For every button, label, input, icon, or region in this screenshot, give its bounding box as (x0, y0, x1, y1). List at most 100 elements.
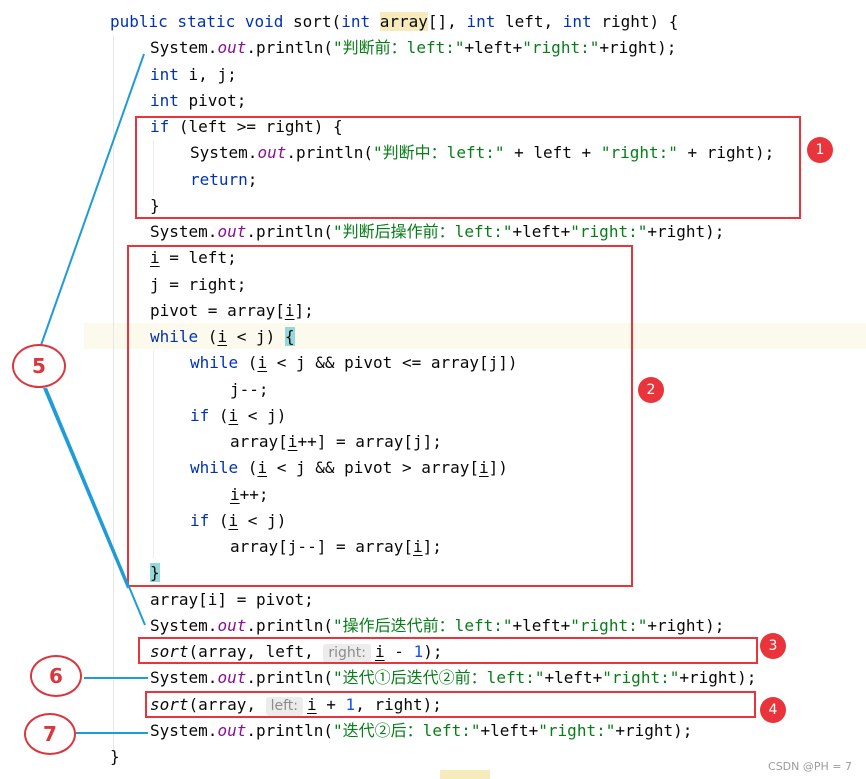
code-text: +right); (679, 668, 757, 687)
code-text: System. (190, 143, 258, 162)
code-text: ++] = array[j]; (297, 432, 442, 451)
indent-guide (153, 350, 154, 558)
method-name: sort (150, 642, 189, 661)
code-line-caret: while (i < j) { (150, 324, 295, 350)
code-text: +left+ (464, 38, 523, 57)
code-line: if (i < j) (190, 403, 286, 429)
code-text: ( (238, 353, 258, 372)
code-line-recursive-call-right: sort(array, left:i + 1, right); (150, 692, 442, 718)
watermark: CSDN @PH = 7 (768, 760, 852, 773)
connector-line-5-top (39, 53, 145, 349)
code-text: (array, (188, 695, 266, 714)
annotation-badge-2: 2 (638, 377, 664, 403)
code-line: } (150, 560, 160, 586)
code-line: return; (190, 167, 257, 193)
code-text: +left+ (512, 222, 571, 241)
code-text: < j) (238, 406, 287, 425)
code-text: System. (150, 721, 218, 740)
code-text: + right); (677, 143, 775, 162)
annotation-badge-4: 4 (760, 697, 786, 723)
string-literal: "right:" (602, 668, 680, 687)
code-text: right) { (591, 12, 679, 31)
keyword: int (341, 12, 371, 31)
code-text: System. (150, 616, 218, 635)
code-line: System.out.println("判断后操作前：left:"+left+"… (150, 219, 724, 245)
variable: i (257, 353, 268, 372)
code-line: System.out.println("操作后迭代前：left:"+left+"… (150, 613, 724, 639)
annotation-label-6: 6 (30, 655, 82, 697)
code-text: - (384, 642, 414, 661)
code-line: j--; (230, 377, 269, 403)
code-line: array[i++] = array[j]; (230, 429, 442, 455)
code-text: .println( (286, 143, 374, 162)
indent-guide (153, 140, 154, 196)
code-text: array[j--] = array[ (230, 537, 414, 556)
code-line: System.out.println("迭代①后迭代②前：left:"+left… (150, 665, 756, 691)
annotation-box-2 (127, 245, 633, 587)
code-text: .println( (246, 721, 334, 740)
code-line: if (i < j) (190, 508, 286, 534)
code-text: < j) (227, 327, 285, 346)
code-text: .println( (246, 616, 334, 635)
code-text: , right); (355, 695, 442, 714)
code-text: System. (150, 38, 218, 57)
code-text: ]; (294, 301, 314, 320)
code-text: array[i] = pivot; (150, 590, 314, 609)
code-text: < j && pivot <= array[j]) (267, 353, 518, 372)
matched-brace: { (284, 327, 295, 346)
code-text: ]; (422, 537, 442, 556)
code-text: ( (209, 406, 229, 425)
code-text: System. (150, 222, 218, 241)
string-literal: "判断前：left:" (333, 38, 465, 57)
code-line: System.out.println("判断中：left:" + left + … (190, 140, 774, 166)
string-literal: "判断后操作前：left:" (333, 222, 513, 241)
static-field: out (217, 616, 247, 635)
code-line-recursive-call-left: sort(array, left, right:i - 1); (150, 639, 442, 665)
number-literal: 1 (413, 642, 424, 661)
code-text: +right); (647, 222, 725, 241)
connector-line-5-middle (43, 387, 129, 589)
code-text: j = right; (150, 275, 247, 294)
parameter-hint: right: (323, 644, 372, 663)
match-highlight (440, 770, 490, 779)
variable: i (230, 485, 240, 504)
code-line: if (left >= right) { (150, 114, 343, 140)
code-line: i = left; (150, 245, 237, 271)
variable: i (217, 327, 228, 346)
string-literal: "操作后迭代前：left:" (333, 616, 513, 635)
annotation-box-3 (138, 637, 758, 664)
code-text: +right); (647, 616, 725, 635)
number-literal: 1 (345, 695, 356, 714)
variable: i (284, 301, 295, 320)
keyword: while (190, 458, 239, 477)
caret-line-highlight (84, 323, 866, 349)
code-text: ]) (488, 458, 508, 477)
keyword: public static void (110, 12, 284, 31)
code-text: < j) (238, 511, 287, 530)
static-field: out (257, 143, 287, 162)
code-text: < j && pivot > array[ (267, 458, 479, 477)
code-text: array[ (230, 432, 288, 451)
code-text: [], (427, 12, 467, 31)
variable: i (257, 458, 268, 477)
code-text: ( (209, 511, 229, 530)
code-text: ( (238, 458, 258, 477)
keyword: while (190, 353, 239, 372)
code-text: j--; (230, 380, 269, 399)
code-line: pivot = array[i]; (150, 298, 314, 324)
code-text: pivot = array[ (150, 301, 285, 320)
keyword: if (190, 406, 210, 425)
code-text: + (316, 695, 346, 714)
variable: i (150, 248, 160, 267)
code-text: ++; (239, 485, 269, 504)
string-literal: "迭代①后迭代②前：left:" (333, 668, 545, 687)
parameter-highlight: array (379, 12, 428, 31)
keyword: return (190, 170, 248, 189)
code-line: System.out.println("判断前：left:"+left+"rig… (150, 35, 676, 61)
static-field: out (217, 721, 247, 740)
variable: i (479, 458, 489, 477)
parameter-hint: left: (265, 697, 303, 716)
static-field: out (217, 222, 247, 241)
